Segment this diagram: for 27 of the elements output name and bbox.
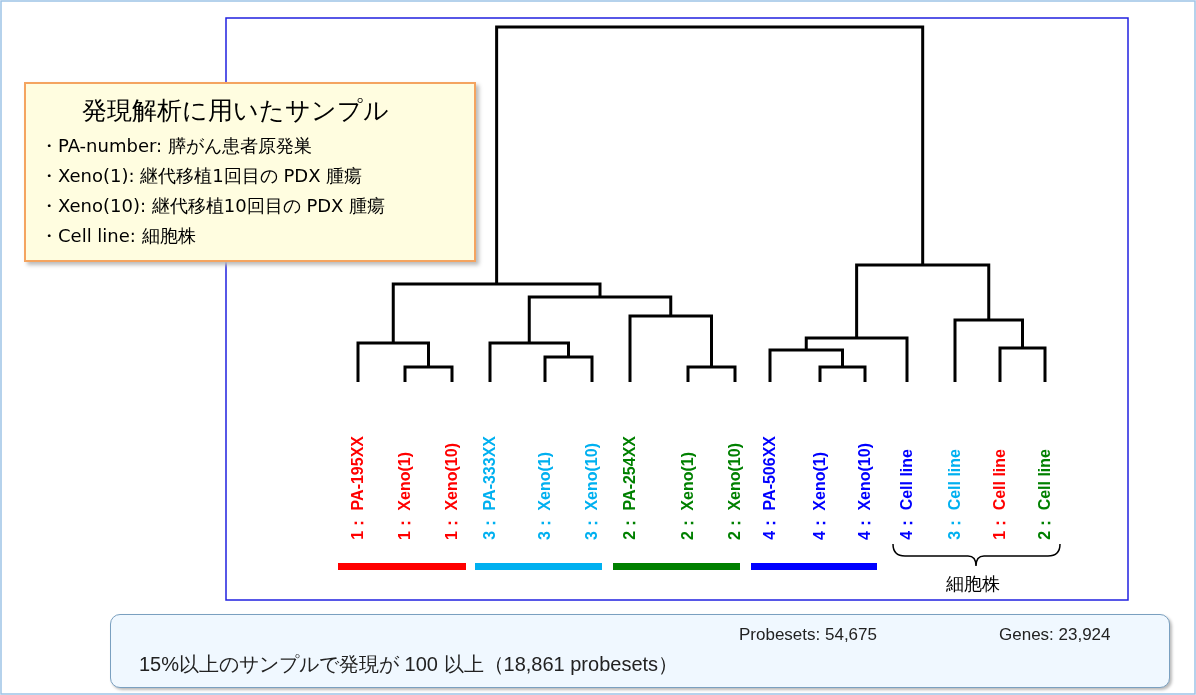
sample-label: 1： Xeno(10): [441, 443, 461, 540]
sample-label: 4： Cell line: [896, 449, 916, 540]
sample-label: 3： Cell line: [944, 449, 964, 540]
info-text: 15%以上のサンプルで発現が 100 以上（18,861 probesets）: [139, 652, 679, 677]
note-item: ・PA-number: 膵がん患者原発巣: [40, 134, 313, 158]
sample-label: 4： PA-506XX: [759, 436, 779, 540]
sample-label: 2： Xeno(10): [724, 443, 744, 540]
bracket-label: 細胞株: [946, 572, 1000, 596]
note-box: [24, 82, 476, 262]
info-box: [110, 614, 1170, 688]
sample-label: 4： Xeno(10): [854, 443, 874, 540]
note-title: 発現解析に用いたサンプル: [82, 95, 389, 127]
sample-label: 3： Xeno(10): [581, 443, 601, 540]
sample-label: 1： PA-195XX: [347, 436, 367, 540]
sample-label: 3： PA-333XX: [479, 436, 499, 540]
note-item: ・Xeno(10): 継代移植10回目の PDX 腫瘍: [40, 194, 387, 218]
sample-label: 1： Cell line: [989, 449, 1009, 540]
sample-label: 2： Xeno(1): [677, 452, 697, 540]
sample-label: 4： Xeno(1): [809, 452, 829, 540]
sample-label: 2： Cell line: [1034, 449, 1054, 540]
sample-label: 1： Xeno(1): [394, 452, 414, 540]
note-item: ・Cell line: 細胞株: [40, 224, 197, 248]
sample-label: 2： PA-254XX: [619, 436, 639, 540]
info-text: Genes: 23,924: [999, 625, 1111, 645]
info-text: Probesets: 54,675: [739, 625, 877, 645]
note-item: ・Xeno(1): 継代移植1回目の PDX 腫瘍: [40, 164, 364, 188]
sample-label: 3： Xeno(1): [534, 452, 554, 540]
